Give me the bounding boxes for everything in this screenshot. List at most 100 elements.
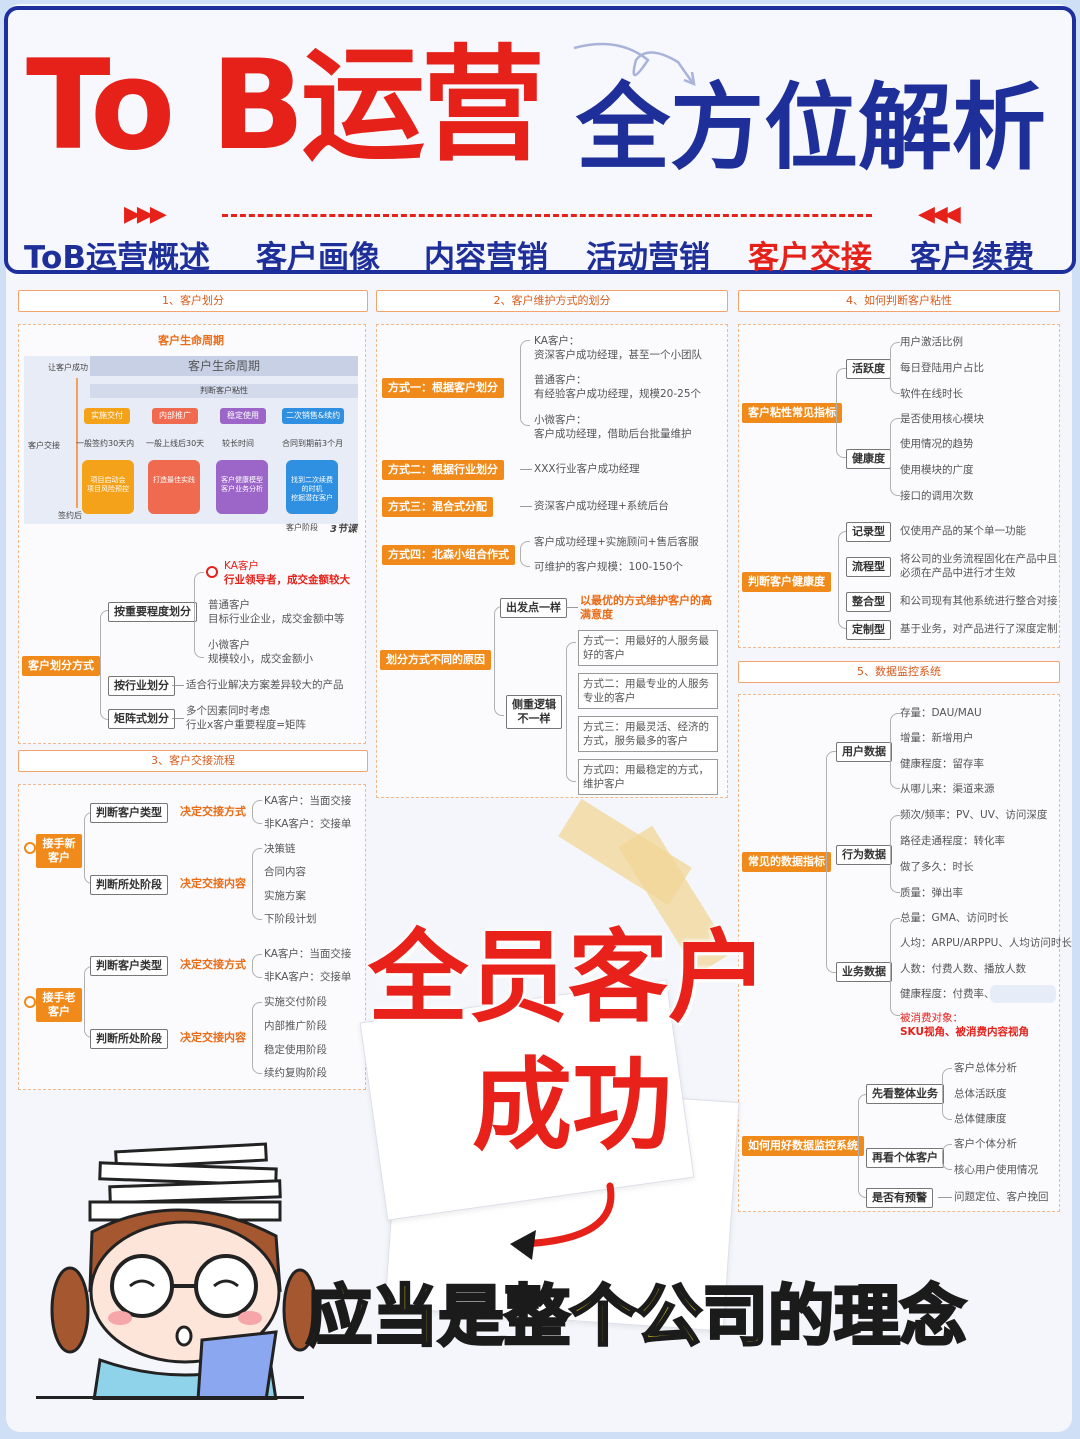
- sec4-leaf: 软件在线时长: [900, 388, 963, 400]
- sec4-leaf: 仅使用产品的某个单一功能: [900, 525, 1026, 537]
- sec4-root-2: 判断客户健康度: [742, 572, 831, 592]
- sec1-leaf: 多个因素同时考虑: [186, 705, 270, 717]
- sec1-leaf: 小微客户: [208, 639, 250, 651]
- girl-illustration-icon: [50, 1142, 318, 1400]
- section-4-title: 4、如何判断客户粘性: [738, 290, 1060, 312]
- sec3-b-b2-line: [252, 1002, 262, 1074]
- sec5-leaf: 增量：新增用户: [900, 732, 974, 744]
- sec5-r1-line: [826, 751, 836, 973]
- lifecycle-axis: [76, 378, 78, 508]
- connector: [520, 506, 532, 507]
- sec3-b-type: 判断客户类型: [90, 956, 168, 976]
- sec2-reason-line: [494, 606, 504, 716]
- sec5-leaf: 人数：付费人数、播放人数: [900, 963, 1026, 975]
- sec2-r2-box: 方式一：用最好的人服务最好的客户: [578, 630, 718, 666]
- sec5-r2-line: [858, 1094, 868, 1198]
- stage-tile-4: 找到二次续费的时机挖掘潜在客户: [286, 460, 338, 514]
- sec3-leaf: 非KA客户：交接单: [264, 971, 352, 983]
- sec2-reason-1: 出发点一样: [500, 598, 567, 618]
- sec4-a-line: [890, 342, 900, 394]
- sec4-leaf: 是否使用核心模块: [900, 413, 984, 425]
- sec3-leaf: 实施方案: [264, 890, 306, 902]
- sec5-user-data: 用户数据: [836, 742, 892, 762]
- brand-logo: 3节课: [330, 524, 357, 535]
- sec1-branch-industry: 按行业划分: [108, 676, 175, 696]
- sec2-leaf: 客户成功经理，借助后台批量维护: [534, 428, 692, 440]
- sec2-leaf: 普通客户：: [534, 374, 587, 386]
- sec2-leaf: 有经验客户成功经理，规模20-25个: [534, 388, 702, 400]
- stage-tile-3: 客户健康模型客户业务分析: [216, 460, 268, 514]
- sec2-r2-box: 方式四：用最稳定的方式，维护客户: [578, 759, 718, 795]
- sec5-root-1: 常见的数据指标: [742, 852, 831, 872]
- sec3-a-mode: 决定交接方式: [180, 805, 246, 818]
- sec5-leaf: 路径走通程度：转化率: [900, 835, 1005, 847]
- sec3-leaf: 决策链: [264, 843, 296, 855]
- sec3-leaf: KA客户：当面交接: [264, 948, 352, 960]
- sec5-overall: 先看整体业务: [866, 1084, 944, 1104]
- sec4-leaf: 使用模块的广度: [900, 464, 974, 476]
- lifecycle-diagram: 客户生命周期 让客户成功 客户交接 签约后 判断客户粘性 实施交付 内部推广 稳…: [24, 356, 358, 535]
- sec2-method-4: 方式四：北森小组合作式: [382, 545, 515, 565]
- sec3-leaf: 实施交付阶段: [264, 996, 327, 1008]
- sec5-leaf: 频次/频率：PV、UV、访问深度: [900, 809, 1048, 821]
- sec2-reason: 划分方式不同的原因: [380, 650, 491, 670]
- step-two-icon: [24, 996, 36, 1008]
- sec2-m1-line: [520, 340, 530, 426]
- nav-item-handover[interactable]: 客户交接: [748, 240, 872, 276]
- nav-item-content[interactable]: 内容营销: [424, 240, 548, 276]
- sec5-leaf: 质量：弹出率: [900, 887, 963, 899]
- lifecycle-footer: 客户阶段: [286, 523, 318, 532]
- stage-time-3: 较长时间: [222, 439, 254, 448]
- sec3-b-mode: 决定交接方式: [180, 958, 246, 971]
- sec4-leaf: 每日登陆用户占比: [900, 362, 984, 374]
- sec1-leaf: 普通客户: [208, 599, 250, 611]
- sec4-b-line: [890, 418, 900, 496]
- slogan: 应当是整个公司的理念: [305, 1278, 968, 1355]
- nav-item-renewal[interactable]: 客户续费: [910, 240, 1034, 276]
- nav-item-persona[interactable]: 客户画像: [256, 240, 380, 276]
- connector: [172, 685, 184, 686]
- lifecycle-sub: 判断客户粘性: [90, 384, 358, 398]
- nav-item-overview[interactable]: ToB运营概述: [24, 240, 210, 276]
- sec5-leaf: 总量：GMA、访问时长: [900, 912, 1009, 924]
- sec4-leaf: 和公司现有其他系统进行整合对接: [900, 595, 1058, 607]
- sec2-reason-2: 侧重逻辑不一样: [506, 695, 562, 729]
- sec5-behavior-data: 行为数据: [836, 845, 892, 865]
- sec3-b-content: 决定交接内容: [180, 1031, 246, 1044]
- step-one-icon: [24, 842, 36, 854]
- nav-item-activity[interactable]: 活动营销: [586, 240, 710, 276]
- sec2-m4-line: [520, 541, 530, 567]
- sec3-leaf: 合同内容: [264, 866, 306, 878]
- sec1-leaf: 行业x客户重要程度=矩阵: [186, 719, 307, 731]
- sec5-leaf: 人均：ARPU/ARPPU、人均访问时长: [900, 937, 1072, 949]
- sec5-leaf: 客户总体分析: [954, 1062, 1017, 1074]
- sec5-leaf: 从哪儿来：渠道来源: [900, 783, 995, 795]
- sec2-leaf: 可维护的客户规模：100-150个: [534, 561, 683, 573]
- sec5-leaf: 问题定位、客户挽回: [954, 1191, 1049, 1203]
- arrows-left-icon: ◀◀◀: [918, 202, 961, 227]
- sec4-type-integrate: 整合型: [846, 592, 891, 612]
- section-1-title: 1、客户划分: [18, 290, 368, 312]
- sec2-r2-box: 方式二：用最专业的人服务专业的客户: [578, 673, 718, 709]
- lifecycle-header: 客户生命周期: [90, 356, 358, 376]
- sec3-leaf: 稳定使用阶段: [264, 1044, 327, 1056]
- sec4-leaf: 接口的调用次数: [900, 490, 974, 502]
- stage-time-4: 合同到期前3个月: [282, 439, 344, 448]
- stage-time-1: 一般签约30天内: [76, 439, 135, 448]
- sec4-r2-line: [838, 531, 846, 629]
- sec1-tree-line: [100, 610, 110, 720]
- sec1-leaf: 适合行业解决方案差异较大的产品: [186, 679, 344, 691]
- sec3-leaf: 下阶段计划: [264, 913, 317, 925]
- sec2-r2-box: 方式三：用最灵活、经济的方式，服务最多的客户: [578, 716, 718, 752]
- sec5-h1-line: [942, 1068, 952, 1120]
- sec5-leaf: 核心用户使用情况: [954, 1164, 1038, 1176]
- sec1-root: 客户划分方式: [22, 656, 100, 676]
- stage-tile-2: 打造最佳实践: [148, 460, 200, 514]
- lifecycle-left-mid: 客户交接: [28, 441, 60, 450]
- sec5-leaf: 总体活跃度: [954, 1088, 1007, 1100]
- arrows-right-icon: ▶▶▶: [124, 202, 167, 227]
- sec3-old-client: 接手老客户: [36, 988, 82, 1022]
- stage-pill-3: 稳定使用: [220, 408, 266, 424]
- headline-line-1: 全员客户: [368, 919, 768, 1036]
- connector: [520, 469, 532, 470]
